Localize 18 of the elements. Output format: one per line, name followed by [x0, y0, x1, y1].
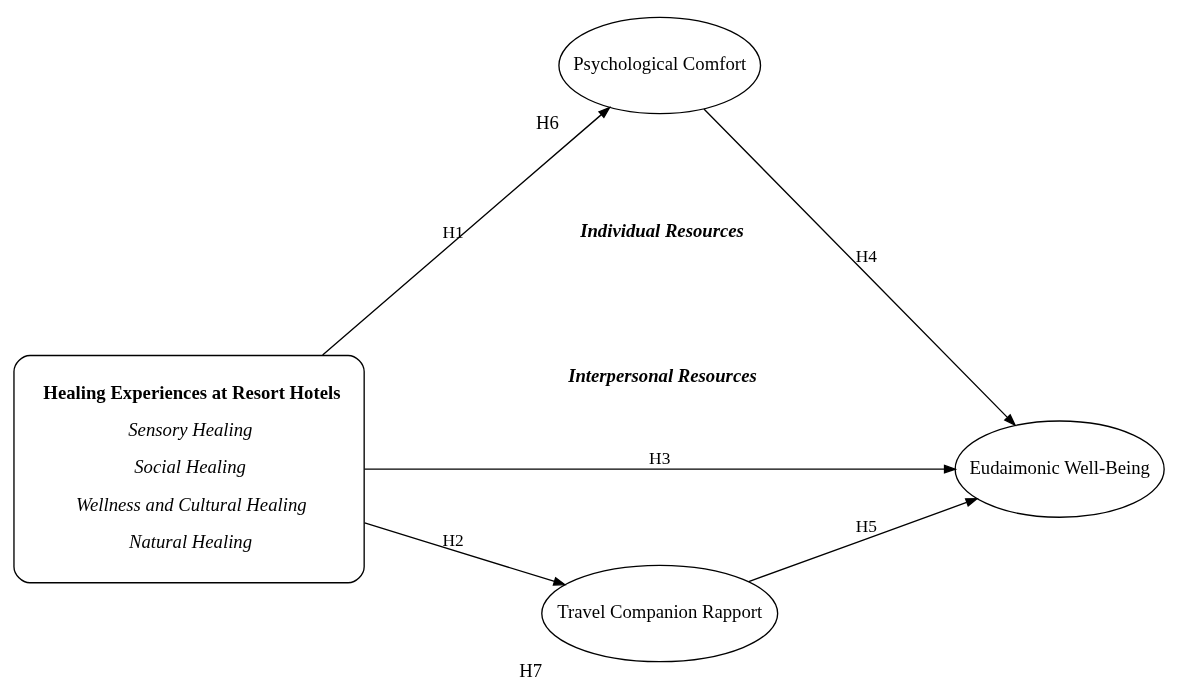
arrow [748, 498, 979, 583]
node-box: Healing Experiences at Resort Hotels Sensory Healing Social Healing Wellness and Cultural Healing Natural Healing [13, 354, 365, 584]
node-ellipse: Psychological Comfort [558, 16, 762, 115]
arrow [363, 464, 958, 474]
arrow [364, 522, 567, 586]
edge-label: H1 [442, 223, 464, 243]
edge-label: H3 [649, 449, 671, 469]
node-ellipse: Eudaimonic Well-Being [954, 420, 1165, 518]
edge-label: H2 [442, 530, 464, 550]
edge-label: H4 [855, 247, 877, 267]
label: Individual Resources [580, 220, 744, 242]
node-label: H7 [519, 659, 543, 681]
arrow [703, 108, 1017, 427]
label: Interpersonal Resources [568, 364, 757, 386]
node-ellipse: Travel Companion Rapport [541, 564, 779, 663]
edge-label: H5 [855, 517, 877, 537]
arrow [321, 106, 612, 356]
node-label: H6 [536, 111, 559, 133]
